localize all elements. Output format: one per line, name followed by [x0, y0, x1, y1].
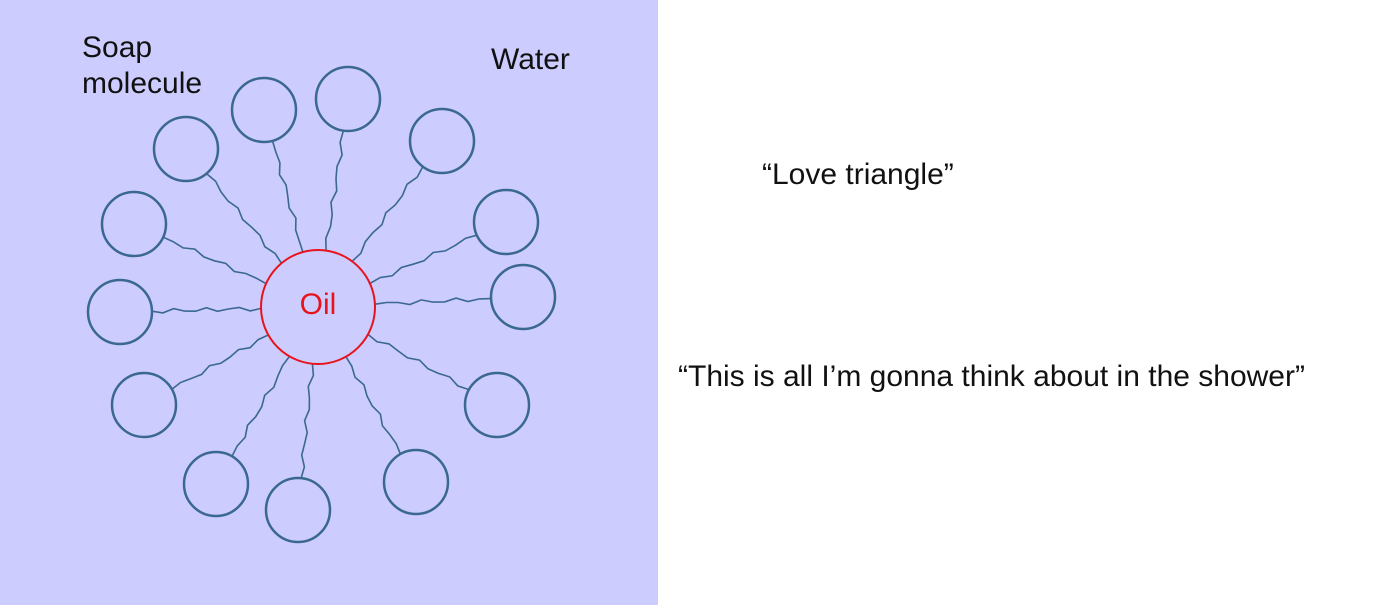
soap-head [264, 476, 332, 544]
water-label: Water [491, 43, 570, 76]
soap-label-line-1: Soap [82, 31, 153, 64]
soap-heads [86, 65, 557, 544]
soap-tail [374, 297, 492, 306]
soap-head [314, 65, 382, 133]
micelle-diagram [86, 65, 557, 544]
soap-label-line-2: molecule [82, 67, 203, 100]
soap-head [152, 115, 220, 183]
soap-head [100, 190, 168, 258]
micelle-diagram-panel: Soap molecule Water Oil [0, 0, 658, 605]
soap-tail [271, 140, 304, 253]
soap-head [110, 371, 178, 439]
soap-head [408, 107, 476, 175]
oil-label: Oil [299, 288, 337, 321]
soap-tail [171, 334, 269, 390]
soap-tail [367, 333, 470, 391]
soap-head [382, 448, 450, 516]
soap-head [182, 450, 250, 518]
soap-tails [151, 130, 492, 479]
soap-tail [151, 306, 262, 314]
oil-droplet [260, 249, 376, 365]
soap-tail [369, 234, 478, 285]
soap-tail [324, 130, 345, 251]
soap-tail [300, 363, 315, 479]
soap-tail [351, 166, 424, 262]
soap-head [463, 371, 531, 439]
soap-head [489, 263, 557, 331]
soap-molecule-label: Soap molecule [82, 30, 202, 102]
soap-tail [345, 356, 402, 455]
love-triangle-quote: “Love triangle” [762, 158, 954, 191]
soap-head [472, 188, 540, 256]
soap-tail [205, 172, 283, 264]
soap-tail [231, 355, 291, 457]
soap-head [86, 278, 154, 346]
soap-tail [162, 236, 267, 285]
soap-head [230, 76, 298, 144]
shower-quote: “This is all I’m gonna think about in th… [678, 360, 1305, 393]
